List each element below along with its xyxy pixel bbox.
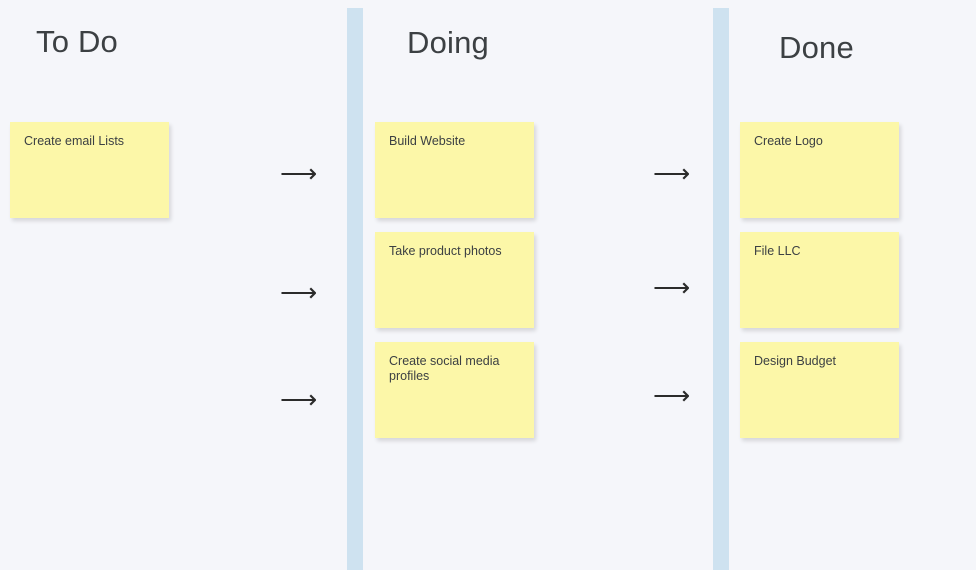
column-divider-todo-doing xyxy=(347,8,363,570)
column-done: Done Create Logo File LLC Design Budget xyxy=(729,0,976,570)
sticky-note-text: Create Logo xyxy=(754,134,823,148)
sticky-note-text: File LLC xyxy=(754,244,801,258)
sticky-note-text: Design Budget xyxy=(754,354,837,368)
sticky-note-text: Build Website xyxy=(389,134,466,148)
arrow-right-icon: ⟶ xyxy=(653,272,691,302)
sticky-note[interactable]: Design Budget xyxy=(740,342,899,438)
sticky-note[interactable]: Create social media profiles xyxy=(375,342,534,438)
sticky-note[interactable]: Create email Lists xyxy=(10,122,169,218)
column-title-done: Done xyxy=(779,30,854,65)
column-title-doing: Doing xyxy=(407,25,489,60)
arrow-right-icon: ⟶ xyxy=(280,277,318,307)
arrow-right-icon: ⟶ xyxy=(653,158,691,188)
column-title-todo: To Do xyxy=(36,24,118,59)
sticky-note-text: Create social media profiles xyxy=(389,354,500,383)
column-todo: To Do Create email Lists ⟶ ⟶ ⟶ xyxy=(0,0,347,570)
column-doing: Doing Build Website Take product photos … xyxy=(363,0,713,570)
sticky-note[interactable]: Build Website xyxy=(375,122,534,218)
sticky-note[interactable]: Create Logo xyxy=(740,122,899,218)
sticky-note[interactable]: Take product photos xyxy=(375,232,534,328)
sticky-note-text: Create email Lists xyxy=(24,134,125,148)
sticky-note-text: Take product photos xyxy=(389,244,502,258)
arrow-right-icon: ⟶ xyxy=(280,384,318,414)
column-divider-doing-done xyxy=(713,8,729,570)
sticky-note[interactable]: File LLC xyxy=(740,232,899,328)
arrow-right-icon: ⟶ xyxy=(280,158,318,188)
arrow-right-icon: ⟶ xyxy=(653,380,691,410)
